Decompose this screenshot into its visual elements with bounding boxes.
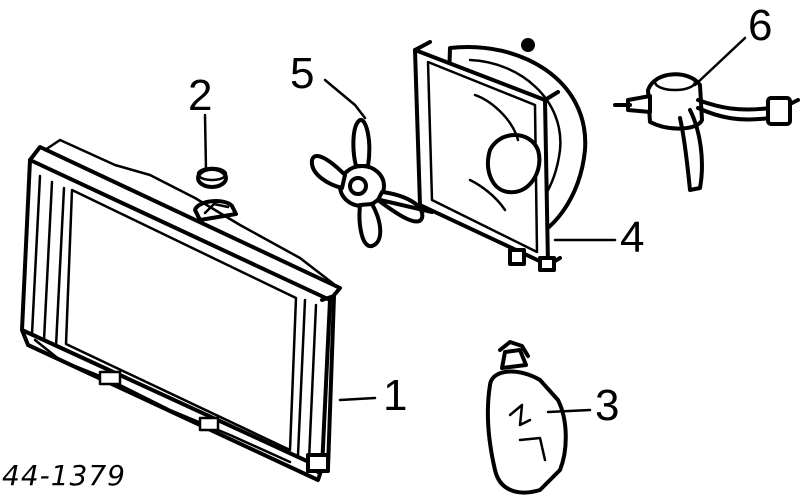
radiator-part <box>20 138 342 482</box>
fan-blade-part <box>309 118 434 248</box>
callout-4-label: 4 <box>620 213 644 262</box>
radiator-cap-part <box>196 166 228 189</box>
callout-3-label: 3 <box>595 381 619 430</box>
callout-5-label: 5 <box>290 49 314 98</box>
leader-lines <box>203 36 747 414</box>
callout-1-label: 1 <box>383 371 407 420</box>
reservoir-tank-part <box>485 340 568 495</box>
fan-shroud-part <box>413 38 588 272</box>
callout-2-label: 2 <box>188 71 212 120</box>
figure-code-label: 44-1379 <box>2 459 126 492</box>
callout-6-label: 6 <box>748 1 772 50</box>
fan-motor-part <box>613 72 800 192</box>
